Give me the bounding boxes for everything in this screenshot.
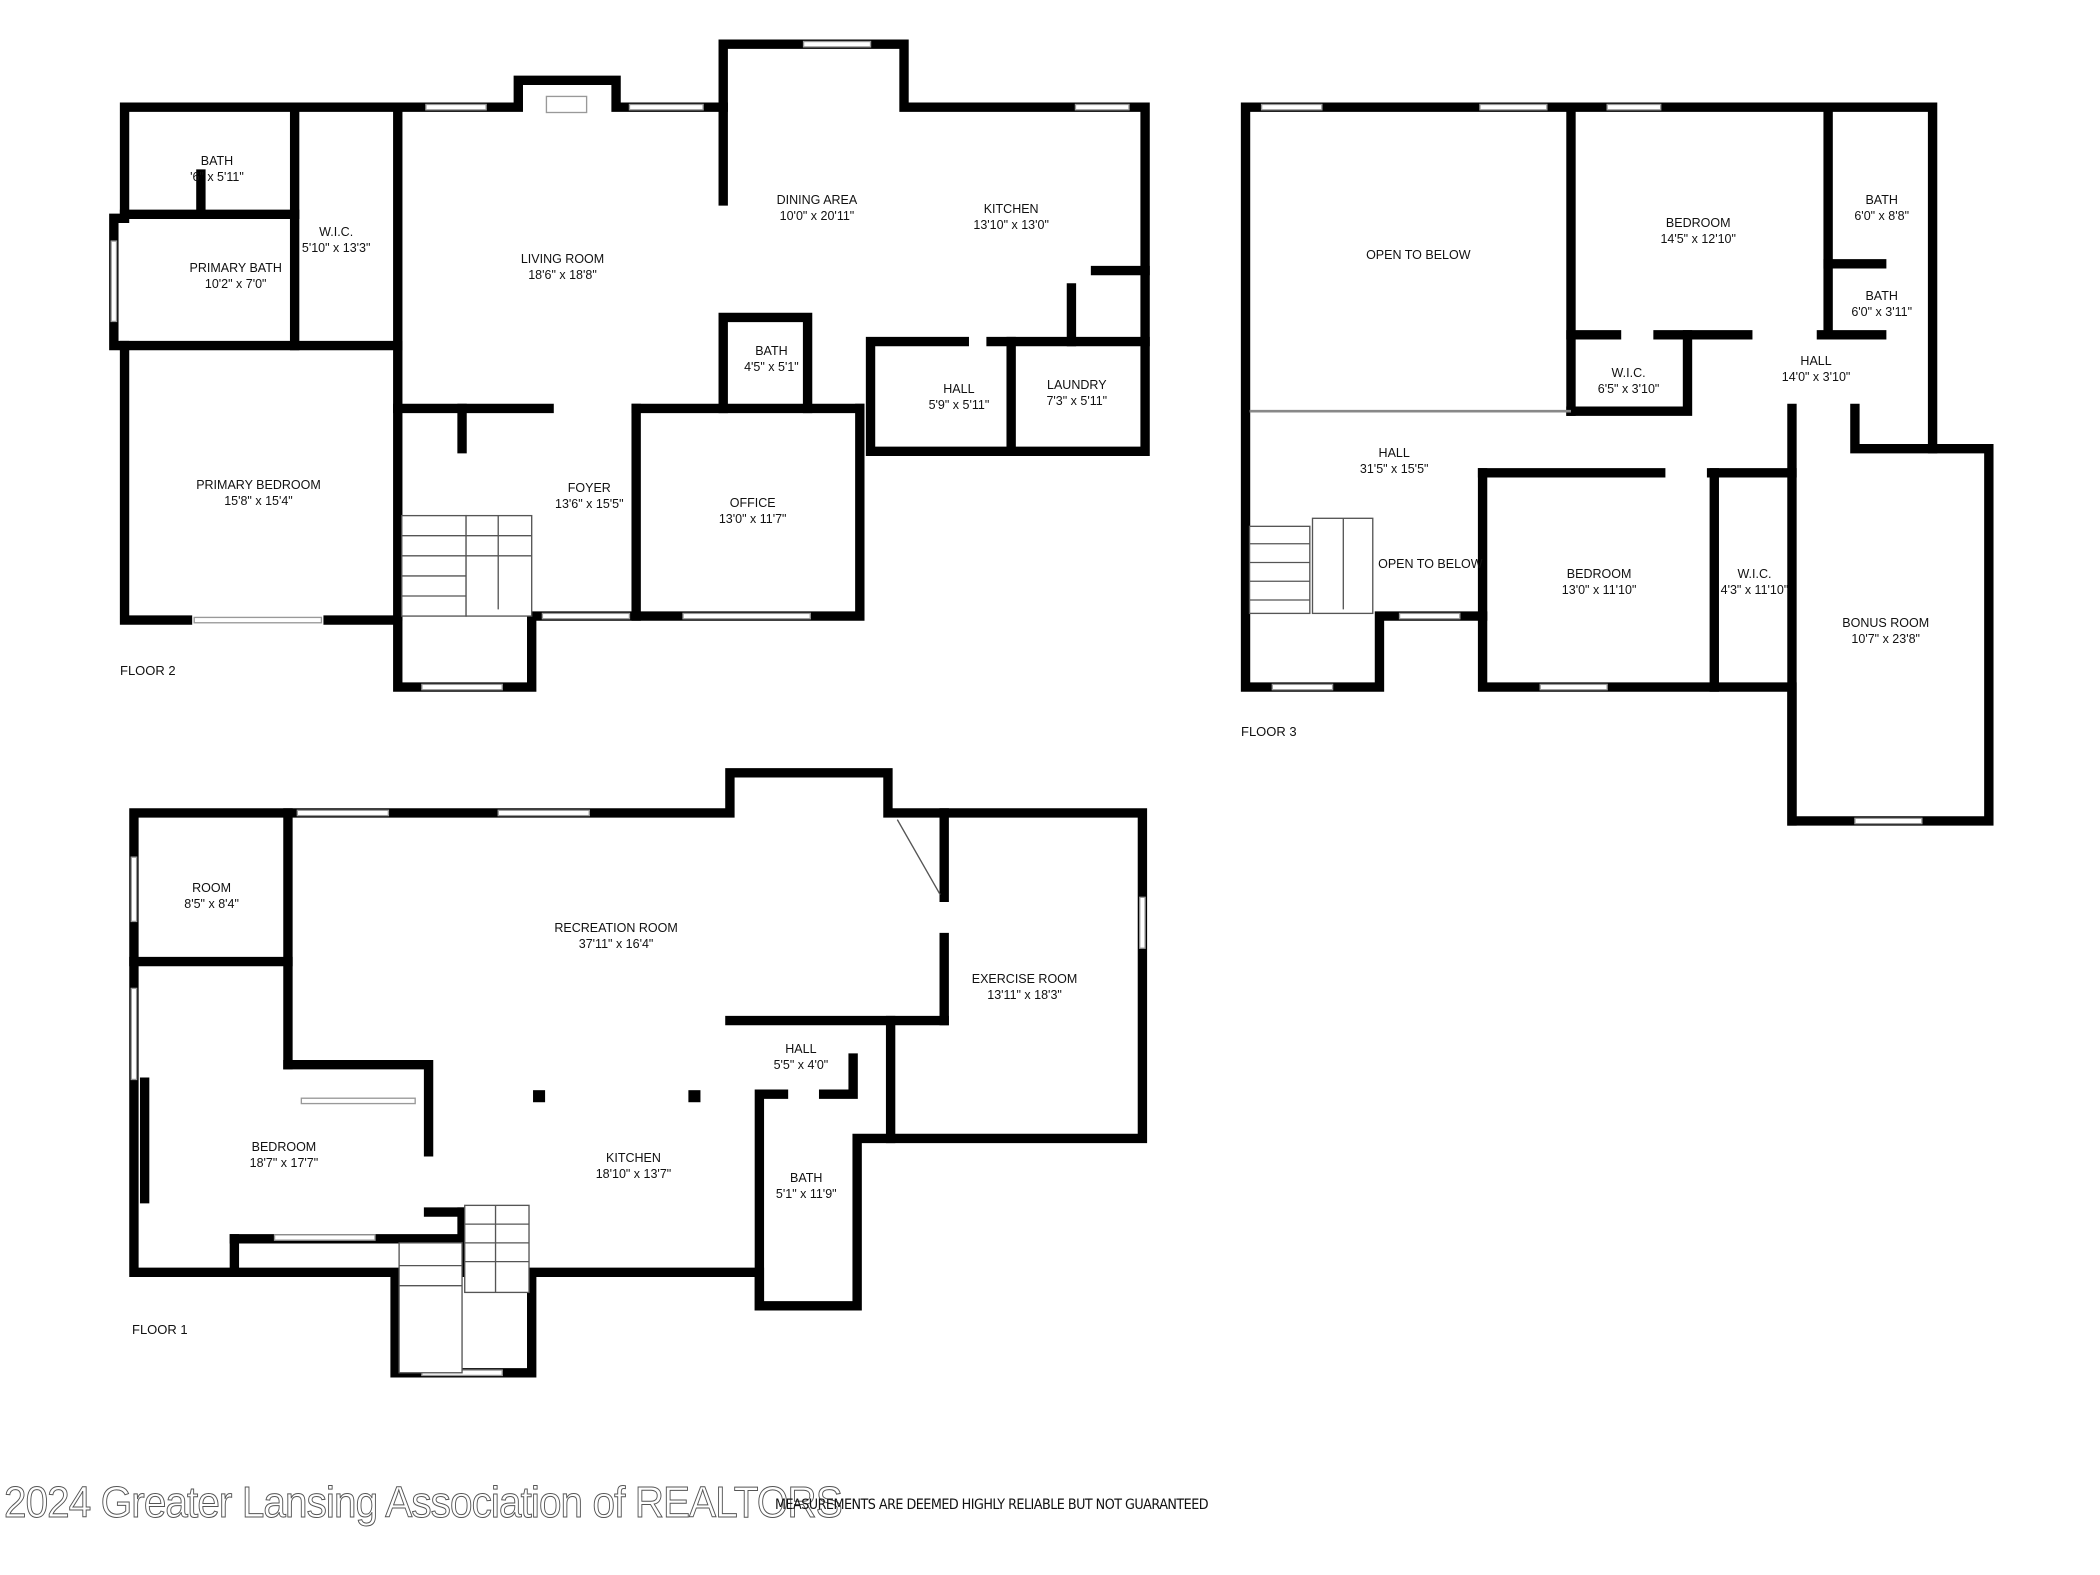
- room-dimensions: 15'8" x 15'4": [224, 494, 293, 509]
- room-dimensions: 18'6" x 18'8": [528, 267, 597, 282]
- room-dimensions: 18'10" x 13'7": [595, 1166, 672, 1181]
- room-name: BATH: [790, 1170, 823, 1185]
- room-name: BATH: [200, 154, 234, 169]
- room-name: BATH: [1865, 192, 1898, 207]
- room-dimensions: 5'5" x 4'0": [773, 1058, 829, 1073]
- room-label: OPEN TO BELOW: [1308, 247, 1528, 263]
- floor-1-walls: [129, 768, 1148, 1378]
- room-name: OFFICE: [729, 495, 776, 510]
- room-name: LAUNDRY: [1047, 377, 1107, 392]
- room-name: ROOM: [192, 881, 232, 896]
- room-name: LIVING ROOM: [520, 251, 605, 266]
- room-dimensions: 6'0" x 3'11": [1851, 305, 1913, 320]
- room-dimensions: 13'10" x 13'0": [973, 218, 1049, 233]
- room-label: W.I.C.5'10" x 13'3": [226, 224, 446, 256]
- room-label: W.I.C.4'3" x 11'10": [1644, 566, 1864, 598]
- floor-2-walls: [109, 39, 1150, 692]
- room-name: KITCHEN: [606, 1150, 661, 1165]
- room-name: BEDROOM: [1566, 566, 1632, 581]
- room-name: HALL: [785, 1042, 817, 1057]
- room-dimensions: 13'6" x 15'5": [555, 496, 624, 511]
- floor-2-label: FLOOR 2: [120, 663, 176, 678]
- room-name: BATH: [1865, 289, 1898, 304]
- room-label: W.I.C.6'5" x 3'10": [1519, 365, 1739, 397]
- room-dimensions: 13'11" x 18'3": [987, 988, 1062, 1003]
- room-dimensions: 5'10" x 13'3": [301, 241, 371, 256]
- measurement-disclaimer: MEASUREMENTS ARE DEEMED HIGHLY RELIABLE …: [775, 1497, 1209, 1513]
- room-dimensions: 8'5" x 8'4": [184, 897, 239, 912]
- room-dimensions: 18'7" x 17'7": [249, 1155, 319, 1170]
- room-label: OPEN TO BELOW: [1320, 556, 1540, 572]
- room-name: DINING AREA: [776, 192, 858, 207]
- room-dimensions: 14'0" x 3'10": [1781, 369, 1851, 384]
- floor-3-label: FLOOR 3: [1241, 724, 1297, 739]
- floor-3-walls: [1240, 102, 1994, 826]
- room-dimensions: 6'0" x 8'8": [1854, 208, 1910, 223]
- room-dimensions: 4'5" x 5'1": [744, 360, 799, 375]
- room-dimensions: 5'9" x 5'11": [928, 397, 990, 412]
- room-name: BATH: [755, 344, 788, 359]
- room-name: RECREATION ROOM: [554, 921, 678, 936]
- room-dimensions: 5'1" x 11'9": [775, 1186, 837, 1201]
- room-dimensions: 31'5" x 15'5": [1359, 462, 1429, 477]
- room-label: BATH'6" x 5'11": [107, 153, 327, 185]
- watermark: 2024 Greater Lansing Association of REAL…: [4, 1478, 844, 1528]
- room-name: OPEN TO BELOW: [1378, 557, 1483, 572]
- room-name: HALL: [1800, 353, 1832, 368]
- room-name: HALL: [943, 381, 975, 396]
- room-dimensions: 13'0" x 11'10": [1561, 582, 1637, 597]
- room-dimensions: 14'5" x 12'10": [1660, 231, 1736, 246]
- room-dimensions: '6" x 5'11": [190, 170, 244, 185]
- floor-1-label: FLOOR 1: [132, 1322, 188, 1337]
- room-name: EXERCISE ROOM: [971, 972, 1078, 987]
- room-dimensions: 10'2" x 7'0": [204, 277, 267, 292]
- room-name: BEDROOM: [1665, 215, 1731, 230]
- room-dimensions: 4'3" x 11'10": [1720, 582, 1789, 597]
- room-name: W.I.C.: [319, 225, 354, 240]
- room-name: HALL: [1378, 446, 1410, 461]
- room-name: PRIMARY BATH: [189, 261, 282, 276]
- room-name: PRIMARY BEDROOM: [196, 478, 321, 493]
- room-name: BEDROOM: [251, 1139, 317, 1154]
- room-name: OPEN TO BELOW: [1366, 247, 1471, 262]
- room-dimensions: 6'5" x 3'10": [1597, 381, 1660, 396]
- room-name: BONUS ROOM: [1842, 616, 1930, 631]
- room-name: W.I.C.: [1737, 566, 1772, 581]
- room-name: KITCHEN: [983, 202, 1039, 217]
- room-dimensions: 10'7" x 23'8": [1851, 632, 1920, 647]
- room-dimensions: 7'3" x 5'11": [1046, 393, 1108, 408]
- room-dimensions: 10'0" x 20'11": [779, 208, 855, 223]
- room-dimensions: 37'11" x 16'4": [578, 937, 654, 952]
- room-name: W.I.C.: [1611, 365, 1646, 380]
- room-name: FOYER: [567, 480, 611, 495]
- room-dimensions: 13'0" x 11'7": [718, 511, 787, 526]
